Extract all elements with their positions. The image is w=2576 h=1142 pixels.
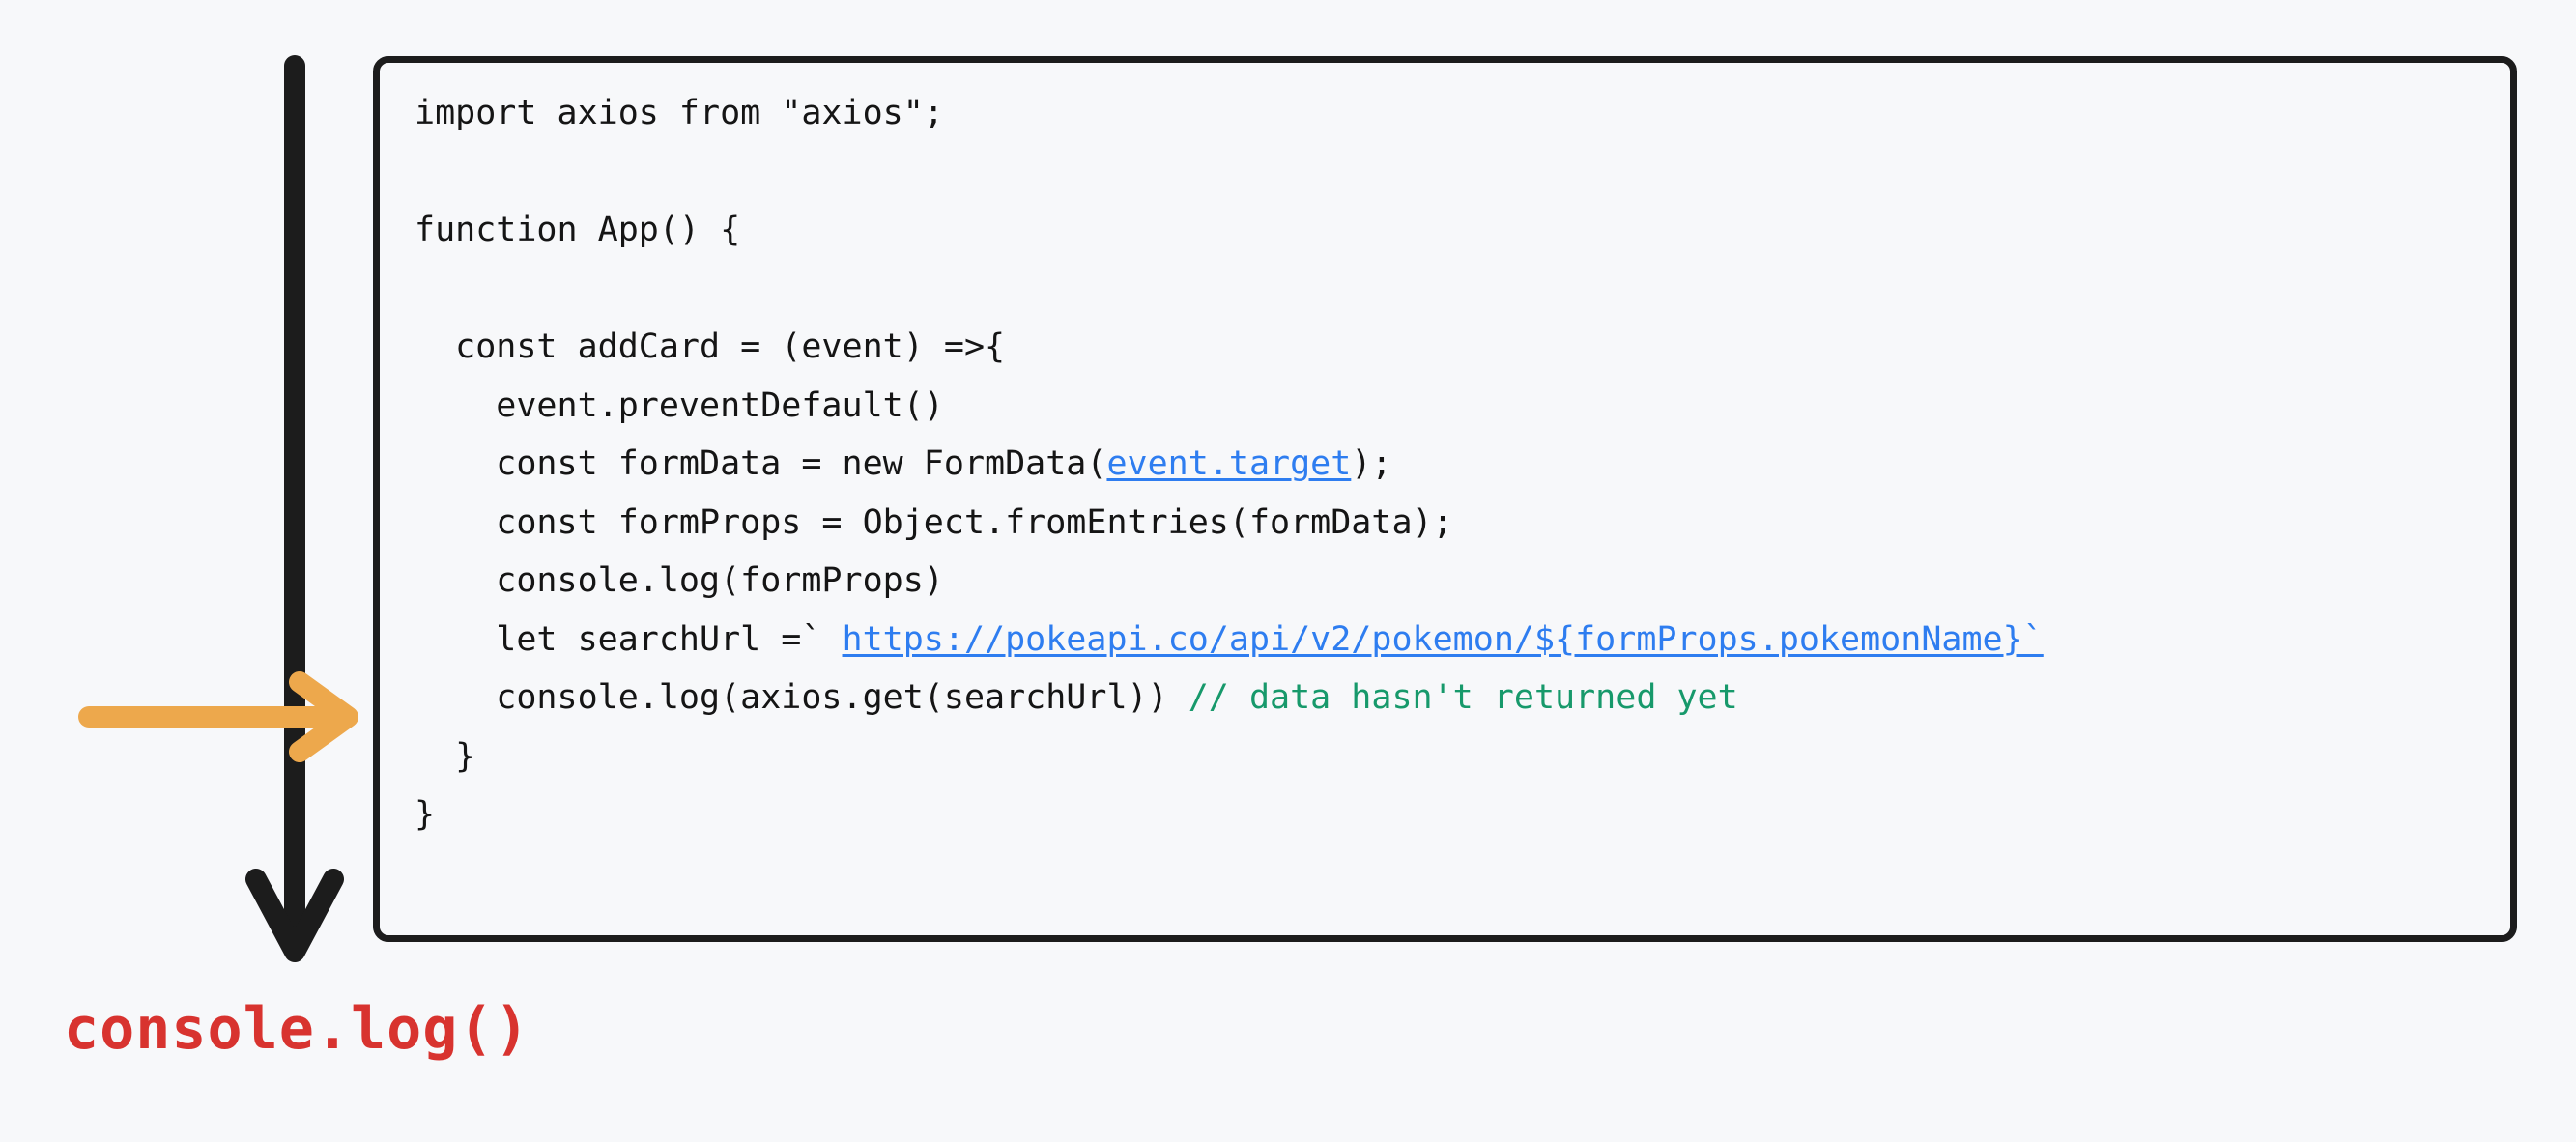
code-token: const addCard = (event) =>{ [415, 328, 1006, 366]
code-line: let searchUrl =` https://pokeapi.co/api/… [415, 611, 2501, 670]
caption-console-log: console.log() [64, 995, 530, 1063]
code-token: function App() { [415, 211, 741, 249]
flow-arrow-head [245, 869, 344, 962]
code-line: function App() { [415, 201, 2501, 260]
downward-flow-arrow [245, 55, 344, 962]
code-line: const addCard = (event) =>{ [415, 318, 2501, 377]
code-line [415, 143, 2501, 202]
code-token: import axios from "axios"; [415, 94, 944, 132]
code-line: event.preventDefault() [415, 377, 2501, 436]
orange-pointer-arrow [78, 671, 358, 762]
code-token: let searchUrl =` [415, 619, 843, 659]
code-line [415, 260, 2501, 319]
code-block-card: import axios from "axios"; function App(… [373, 56, 2517, 942]
code-token: const formProps = Object.fromEntries(for… [415, 502, 1453, 542]
code-token: console.log(formProps) [415, 561, 944, 600]
code-token: const formData = new FormData( [415, 444, 1107, 483]
code-token: } [415, 795, 436, 834]
code-token: event.preventDefault() [415, 385, 944, 425]
code-token: ); [1351, 444, 1392, 483]
code-line: const formData = new FormData(event.targ… [415, 435, 2501, 494]
code-line: console.log(formProps) [415, 552, 2501, 611]
code-line: console.log(axios.get(searchUrl)) // dat… [415, 669, 2501, 728]
code-line: } [415, 785, 2501, 844]
pointer-arrow-head [289, 671, 358, 762]
code-link[interactable]: event.target [1106, 444, 1352, 483]
code-line: import axios from "axios"; [415, 84, 2501, 143]
code-link[interactable]: https://pokeapi.co/api/v2/pokemon/${form… [842, 619, 2044, 659]
code-comment: // data hasn't returned yet [1188, 678, 1738, 717]
code-token: } [415, 736, 476, 776]
code-block-text: import axios from "axios"; function App(… [415, 84, 2501, 844]
code-token: console.log(axios.get(searchUrl)) [415, 678, 1188, 717]
code-line: } [415, 728, 2501, 786]
code-line: const formProps = Object.fromEntries(for… [415, 494, 2501, 553]
